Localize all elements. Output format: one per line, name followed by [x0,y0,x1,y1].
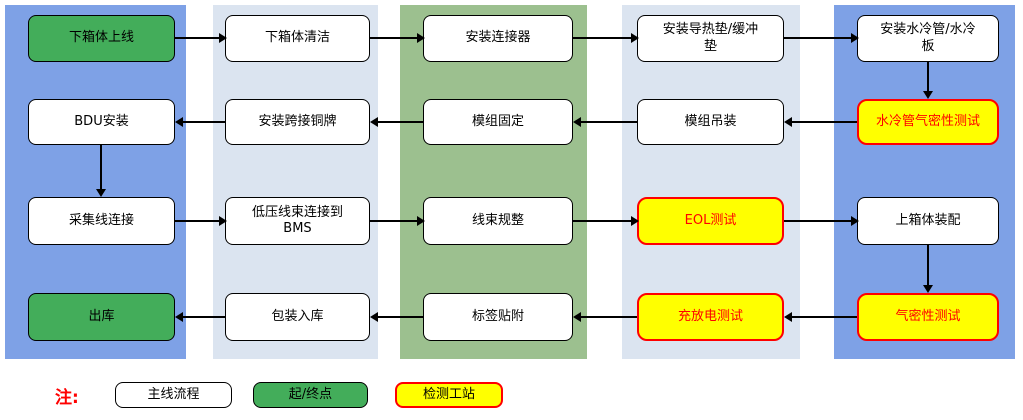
node-r2c2: 安装跨接铜牌 [225,99,370,145]
node-r2c5: 水冷管气密性测试 [857,99,999,145]
node-r3c2: 低压线束连接到 BMS [225,197,370,245]
node-r1c1: 下箱体上线 [28,15,175,62]
node-r1c3: 安装连接器 [423,15,573,62]
node-r2c1: BDU安装 [28,99,175,145]
node-r1c2: 下箱体清洁 [225,15,370,62]
node-r3c4: EOL测试 [637,197,784,245]
node-r1c5: 安装水冷管/水冷 板 [857,15,999,62]
node-r4c1: 出库 [28,293,175,341]
legend-test-station: 检测工站 [395,382,503,408]
node-r4c5: 气密性测试 [857,293,999,341]
node-r3c5: 上箱体装配 [857,197,999,245]
legend-main-process: 主线流程 [115,382,232,408]
node-r3c3: 线束规整 [423,197,573,245]
node-r4c4: 充放电测试 [637,293,784,341]
node-r4c2: 包装入库 [225,293,370,341]
legend-start-end: 起/终点 [253,382,368,408]
node-r2c4: 模组吊装 [637,99,784,145]
node-r4c3: 标签贴附 [423,293,573,341]
node-r3c1: 采集线连接 [28,197,175,245]
node-r2c3: 模组固定 [423,99,573,145]
node-r1c4: 安装导热垫/缓冲 垫 [637,15,784,62]
legend-note: 注: [55,388,79,408]
